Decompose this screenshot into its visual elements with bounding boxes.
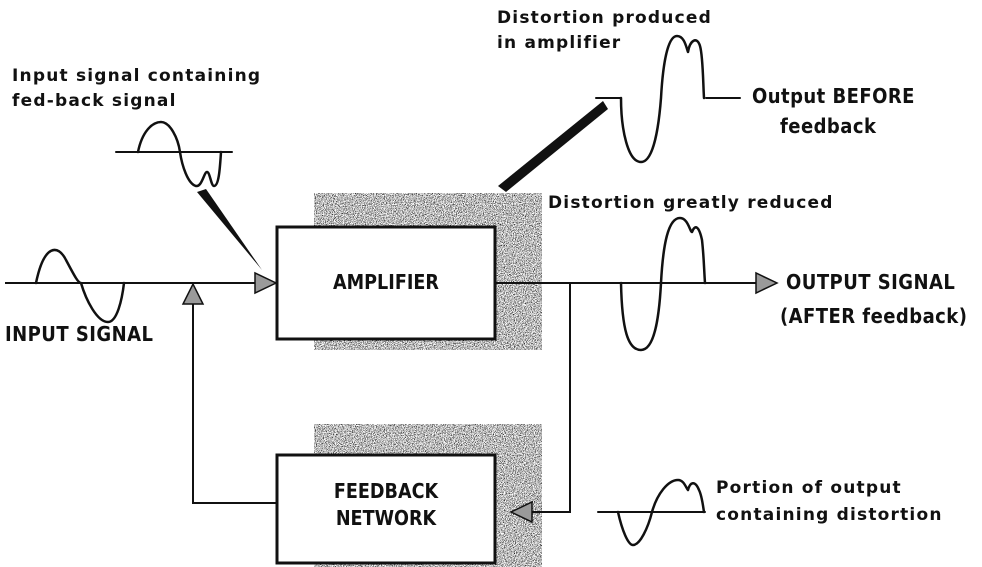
feedback-tap-line [532,283,571,513]
feedback-network-label: FEEDBACK NETWORK [290,478,482,532]
output-before-label-1: Output BEFORE [752,84,915,108]
output-before-label-2: feedback [780,114,877,138]
feedback-return-line [192,303,277,504]
feedback-in-arrow [509,500,533,524]
portion-label-2: containing distortion [716,505,943,525]
input-waveform [34,248,126,324]
amplifier-block [275,225,497,341]
input-containing-label-2: fed-back signal [12,91,177,111]
input-signal-label: INPUT SIGNAL [5,322,154,346]
fedback-waveform [136,120,223,188]
input-containing-label-1: Input signal containing [12,66,262,86]
before-waveform [619,34,706,164]
distortion-pointer [498,101,608,192]
distortion-produced-label-1: Distortion produced [497,8,712,28]
feedback-network-label-line2: NETWORK [335,506,437,530]
distortion-produced-label-2: in amplifier [497,33,622,53]
amplifier-label: AMPLIFIER [333,270,439,294]
distortion-reduced-label: Distortion greatly reduced [548,193,834,213]
output-signal-label-2: (AFTER feedback) [780,304,968,328]
portion-label-1: Portion of output [716,478,902,498]
after-waveform [619,216,707,352]
output-arrow [755,271,779,295]
feedback-network-block [275,453,497,565]
input-pointer [197,189,262,270]
amp-input-arrow [254,271,278,295]
portion-waveform [616,478,706,547]
output-signal-label-1: OUTPUT SIGNAL [786,270,956,294]
summing-arrow [181,282,205,305]
feedback-network-label-line1: FEEDBACK [333,479,439,503]
